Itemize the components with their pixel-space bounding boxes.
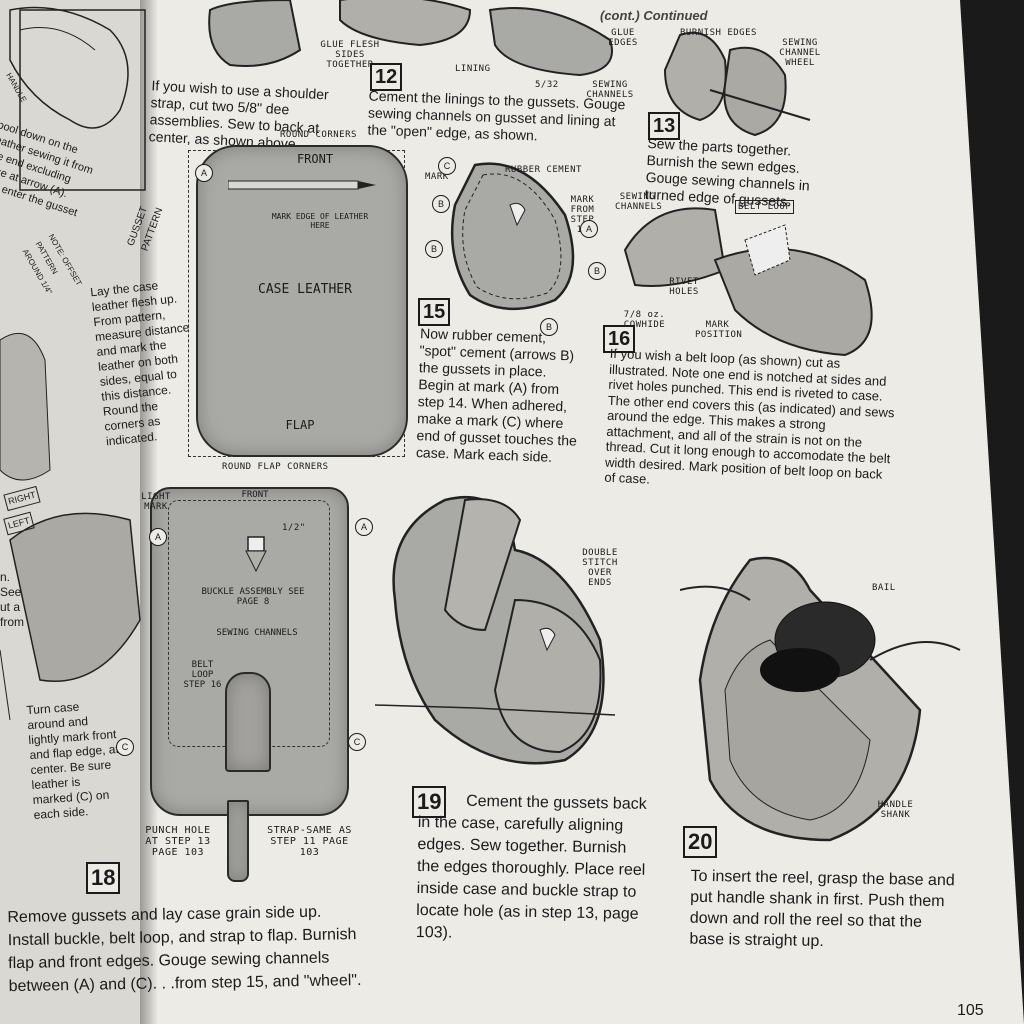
step-12-text: Cement the linings to the gussets. Gouge… — [367, 87, 626, 144]
left-page — [0, 0, 150, 1024]
fig14-flap: FLAP — [285, 418, 315, 432]
step-13-number: 13 — [648, 112, 681, 140]
intro-text: If you wish to use a shoulder strap, cut… — [148, 77, 330, 153]
sewing-case-illustration — [375, 495, 616, 765]
step-20-text: To insert the reel, grasp the base and p… — [689, 867, 955, 951]
case-leather-piece — [196, 145, 408, 457]
belt-loop-piece — [225, 672, 271, 772]
strap-piece — [227, 800, 249, 882]
fig14-case-leather: CASE LEATHER — [258, 282, 352, 297]
page-header: (cont.) Continued — [600, 8, 708, 23]
left-page-illustrations — [0, 6, 146, 721]
fig16-rivet-holes: RIVET HOLES — [669, 277, 699, 297]
step-16-text: If you wish a belt loop (as shown) cut a… — [604, 345, 895, 487]
left-turn-text: Turn case around and lightly mark front … — [25, 699, 120, 822]
belt-loop-illustration — [623, 207, 873, 357]
fig20-handle-shank: HANDLE SHANK — [877, 800, 914, 820]
step-16-number: 16 — [603, 325, 636, 353]
fig18-buckle-assembly: BUCKLE ASSEMBLY SEE PAGE 8 — [201, 587, 305, 607]
fig14-round-flap-corners: ROUND FLAP CORNERS — [222, 462, 329, 472]
fig16-sewing-channels: SEWING CHANNELS — [615, 192, 663, 212]
left-see-fragment: n. See ut a from — [0, 570, 24, 629]
fig15-mark-b4: B — [540, 318, 558, 336]
fig15-rubber-cement: RUBBER CEMENT — [505, 165, 582, 175]
fig18-mark-a-right: A — [355, 518, 373, 536]
step-15-number: 15 — [418, 298, 451, 326]
buckle-icon — [245, 536, 267, 573]
fig16-mark-position: MARK POSITION — [695, 320, 743, 340]
step-20-number: 20 — [683, 826, 718, 858]
fig15-mark-b2: B — [425, 240, 443, 258]
fig18-front: FRONT — [241, 490, 269, 500]
step-19-text: Cement the gussets back in the case, car… — [415, 792, 647, 942]
gusset-illustration — [450, 162, 575, 311]
fig14-mark-edge: MARK EDGE OF LEATHER HERE — [271, 212, 369, 230]
fig14-round-corners: ROUND CORNERS — [280, 130, 357, 140]
fig15-mark: MARK — [425, 172, 449, 182]
fig15-mark-a: A — [580, 220, 598, 238]
label-sewing-channels-top: SEWING CHANNELS — [586, 80, 634, 100]
fig18-strap-same: STRAP-SAME AS STEP 11 PAGE 103 — [267, 825, 352, 858]
page-number: 105 — [957, 1002, 984, 1019]
top-illustrations — [208, 0, 811, 137]
fig15-mark-b1: B — [432, 195, 450, 213]
left-lay-text: Lay the case leather flesh up. From patt… — [89, 278, 191, 449]
fig14-mark-a: A — [195, 164, 213, 182]
fig20-bail: BAIL — [872, 583, 896, 593]
fig14-front: FRONT — [296, 152, 334, 166]
fig18-sewing-channels: SEWING CHANNELS — [216, 628, 298, 638]
fig18-light-mark: LIGHT MARK — [141, 492, 171, 512]
fig18-mark-c-left: C — [116, 738, 134, 756]
fig18-mark-a-left: A — [149, 528, 167, 546]
label-size: 5/32 — [535, 80, 559, 90]
fig15-mark-c: C — [438, 157, 456, 175]
fig16-cowhide: 7/8 oz. COWHIDE — [623, 310, 666, 330]
label-burnish-edges: BURNISH EDGES — [680, 28, 757, 38]
label-lining: LINING — [455, 64, 491, 74]
label-glue-edges: GLUE EDGES — [608, 28, 638, 48]
step-18-number: 18 — [86, 862, 121, 894]
step-15-text: Now rubber cement, "spot" cement (arrows… — [415, 325, 578, 465]
fig18-half-inch: 1/2" — [282, 523, 306, 533]
fig15-mark-b3: B — [588, 262, 606, 280]
pencil-icon — [228, 180, 376, 190]
fig18-mark-c-right: C — [348, 733, 366, 751]
fig16-belt-loop: BELT LOOP — [735, 200, 795, 214]
label-glue-flesh: GLUE FLESH SIDES TOGETHER — [320, 40, 380, 70]
fig19-double-stitch: DOUBLE STITCH OVER ENDS — [582, 548, 618, 588]
step-12-number: 12 — [370, 63, 403, 91]
fig18-punch-hole: PUNCH HOLE AT STEP 13 PAGE 103 — [145, 825, 211, 858]
fig18-belt-loop-label: BELT LOOP STEP 16 — [183, 660, 222, 690]
step-19-number: 19 — [412, 786, 447, 818]
reel-insertion-illustration — [680, 556, 961, 842]
label-sewing-channel-wheel: SEWING CHANNEL WHEEL — [779, 38, 821, 68]
step-18-text: Remove gussets and lay case grain side u… — [7, 903, 362, 996]
